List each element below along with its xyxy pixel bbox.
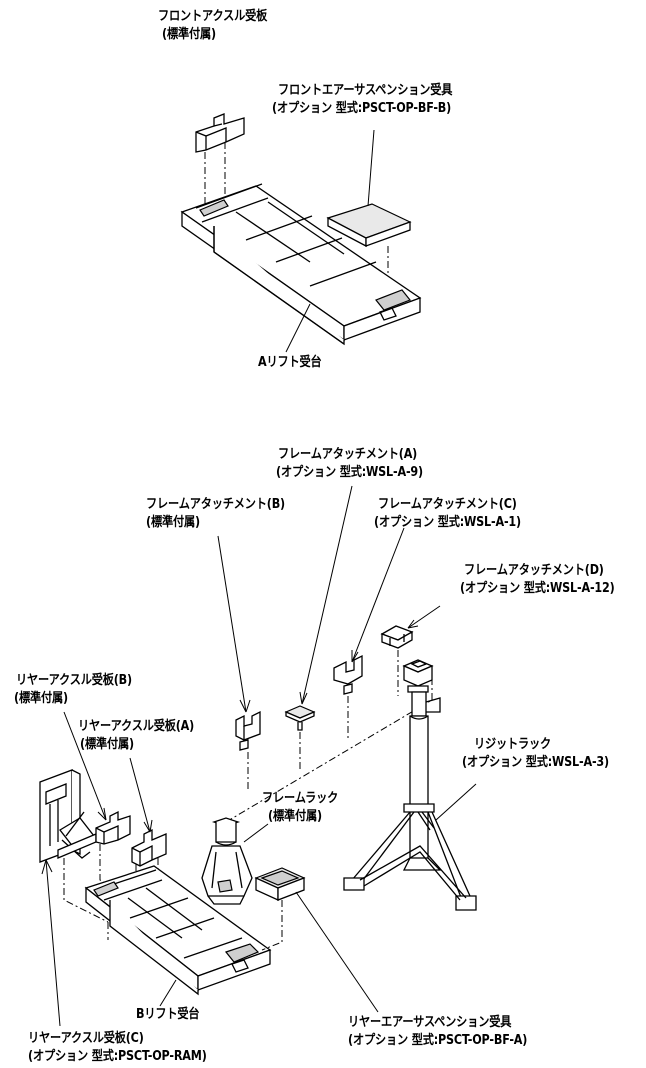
rear-axle-plate-a-note: (標準付属): [80, 737, 134, 752]
rear-air-suspension-label: リヤーエアーサスペンション受具: [348, 1015, 512, 1030]
frame-attachment-d-part: [380, 625, 414, 649]
frame-attachment-b-part: [235, 710, 261, 751]
b-lift-leader: [159, 979, 177, 1007]
rear-air-suspension-leader: [295, 891, 379, 1013]
rear-axle-plate-a-label: リヤーアクスル受板(A): [78, 719, 195, 734]
frame-attachment-a-note: (オプション 型式:WSL-A-9): [276, 465, 423, 480]
rigid-rack-part: [343, 659, 477, 911]
rear-axle-plate-c-label: リヤーアクスル受板(C): [28, 1031, 144, 1046]
rear-axle-plate-b-label: リヤーアクスル受板(B): [16, 673, 132, 688]
rigid-rack-leader: [435, 783, 477, 821]
frame-attachment-b-label: フレームアタッチメント(B): [146, 497, 285, 512]
front-air-suspension-leader: [367, 129, 375, 207]
rear-axle-plate-b-part: [39, 769, 97, 863]
front-air-suspension-part: [326, 203, 412, 248]
frame-attachment-c-part: [333, 654, 363, 695]
frame-attachment-d-leader: [407, 605, 441, 629]
b-lift-label: Bリフト受台: [136, 1007, 200, 1022]
frame-attachment-c-note: (オプション 型式:WSL-A-1): [374, 515, 521, 530]
front-axle-plate-label: フロントアクスル受板: [158, 9, 268, 24]
frame-attachment-d-note: (オプション 型式:WSL-A-12): [460, 581, 615, 596]
frame-attachment-a-label: フレームアタッチメント(A): [278, 447, 418, 462]
rear-air-suspension-note: (オプション 型式:PSCT-OP-BF-A): [348, 1033, 528, 1048]
rear-air-dashed-guide: [261, 900, 283, 951]
rigid-rack-label: リジットラック: [474, 737, 552, 752]
frame-attachment-c-leader: [351, 527, 405, 663]
a-lift-platform-part: [180, 183, 422, 346]
rigid-rack-note: (オプション 型式:WSL-A-3): [462, 755, 609, 770]
b-lift-platform-part: [84, 865, 272, 996]
rear-axle-plate-b-note: (標準付属): [14, 691, 68, 706]
rear-axle-plate-c-leader: [41, 859, 61, 1027]
rear-air-suspension-part: [254, 867, 306, 902]
a-lift-leader: [285, 303, 311, 353]
rear-axle-plate-c-note: (オプション 型式:PSCT-OP-RAM): [28, 1049, 207, 1064]
frame-attachment-c-label: フレームアタッチメント(C): [378, 497, 517, 512]
frame-attachment-d-label: フレームアタッチメント(D): [464, 563, 604, 578]
front-air-suspension-label: フロントエアーサスペンション受具: [278, 83, 453, 98]
frame-attachment-b-note: (標準付属): [146, 515, 200, 530]
front-axle-plate-part: [195, 113, 245, 153]
frame-rack-note: (標準付属): [268, 809, 322, 824]
frame-attachment-a-leader: [299, 485, 353, 705]
a-lift-label: Aリフト受台: [258, 355, 322, 370]
frame-rack-part: [201, 817, 253, 905]
rear-axle-plate-a-leader: [129, 757, 153, 833]
frame-attachment-a-part: [284, 705, 316, 731]
frame-rack-label: フレームラック: [262, 791, 339, 806]
rear-axle-plate-a-left-part: [95, 810, 131, 845]
rear-axle-plate-a-part: [131, 828, 167, 867]
rear-axle-plate-b-leader: [63, 711, 107, 821]
front-axle-plate-note: (標準付属): [162, 27, 216, 42]
frame-rack-leader: [243, 823, 269, 843]
frame-attachment-b-leader: [217, 535, 251, 713]
front-air-suspension-note: (オプション 型式:PSCT-OP-BF-B): [272, 101, 452, 116]
